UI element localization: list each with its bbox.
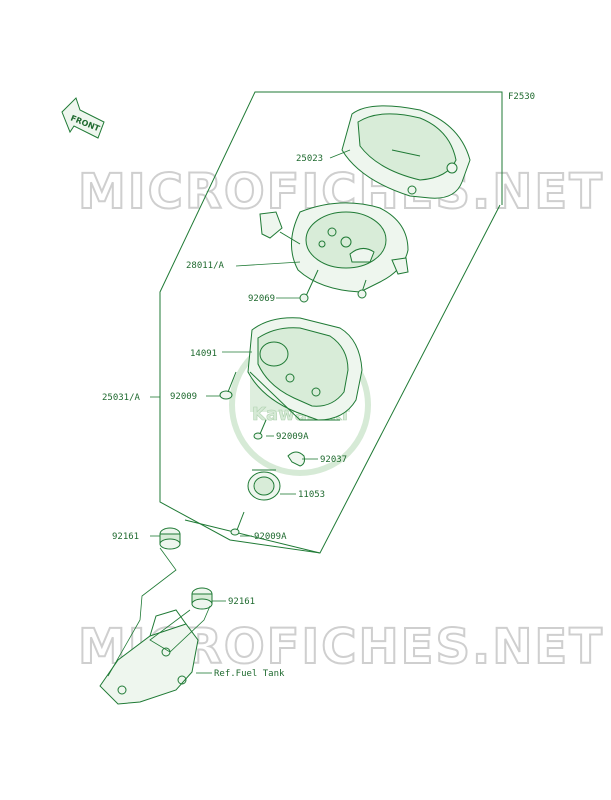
label-92069: 92069 [248, 294, 275, 304]
grommet-92161-upper [159, 527, 181, 550]
front-arrow-icon: FRONT [61, 97, 105, 139]
screw-92009 [219, 371, 237, 400]
mounting-bracket [99, 609, 199, 705]
grommet-92161-lower [191, 587, 213, 610]
assembly-outline [159, 91, 503, 554]
label-11053: 11053 [298, 490, 325, 500]
meter-unit-28011 [259, 202, 409, 303]
label-ref-fuel-tank: Ref.Fuel Tank [214, 669, 285, 679]
meter-cover-25023 [341, 105, 471, 199]
gasket-11053 [247, 469, 281, 501]
label-14091: 14091 [190, 349, 217, 359]
label-28011-a: 28011/A [186, 261, 225, 271]
label-92037: 92037 [320, 455, 347, 465]
label-92161-upper: 92161 [112, 532, 139, 542]
meter-case-14091 [247, 317, 363, 421]
leader-lines [107, 149, 351, 677]
label-92161-lower: 92161 [228, 597, 255, 607]
label-92009: 92009 [170, 392, 197, 402]
part-labels: 25023 28011/A 92069 14091 25031/A 92009 … [102, 154, 347, 679]
clip-92037 [287, 451, 305, 467]
watermark: MICROFICHES.NET MICROFICHES.NET [77, 163, 603, 676]
label-25031-a: 25031/A [102, 393, 141, 403]
label-25023: 25023 [296, 154, 323, 164]
label-92009a-lower: 92009A [254, 532, 287, 542]
screw-92009a-upper [253, 419, 267, 440]
figure-code: F2530 [508, 92, 535, 102]
screw-92009a-lower [230, 511, 245, 536]
label-92009a-upper: 92009A [276, 432, 309, 442]
